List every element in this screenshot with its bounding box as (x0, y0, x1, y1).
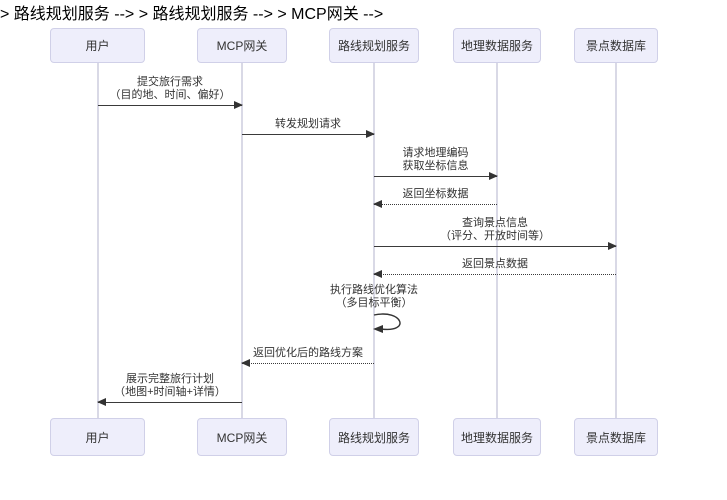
self-loop-arrow-icon (373, 313, 401, 333)
message-line (374, 246, 616, 247)
arrowhead-right-icon (234, 101, 243, 109)
message-line-dashed (242, 363, 374, 364)
message-label: 转发规划请求 (275, 118, 341, 130)
lifeline-mcp-gateway (241, 63, 243, 418)
lifeline-geo-data (496, 63, 498, 418)
actor-route-planning-top: 路线规划服务 (329, 28, 419, 63)
actor-label: 用户 (85, 430, 110, 445)
actor-mcp-gateway-bottom: MCP网关 (197, 418, 287, 456)
arrowhead-left-icon (373, 200, 382, 208)
message-line (242, 134, 374, 135)
arrowhead-right-icon (489, 172, 498, 180)
lifeline-poi-db (615, 63, 617, 418)
message-line-dashed (374, 274, 616, 275)
arrowhead-left-icon (97, 398, 106, 406)
actor-poi-db-top: 景点数据库 (574, 28, 658, 63)
message-label: 展示完整旅行计划 （地图+时间轴+详情） (114, 373, 226, 398)
actor-label: 地理数据服务 (460, 430, 533, 445)
message-label: 提交旅行需求 （目的地、时间、偏好） (109, 76, 231, 101)
actor-geo-data-bottom: 地理数据服务 (453, 418, 541, 456)
actor-route-planning-bottom: 路线规划服务 (329, 418, 419, 456)
actor-mcp-gateway-top: MCP网关 (197, 28, 287, 63)
message-line (98, 402, 242, 403)
actor-label: MCP网关 (216, 39, 268, 53)
message-label: 返回景点数据 (462, 258, 528, 270)
message-run-optimization-label: 执行路线优化算法 （多目标平衡） (330, 284, 418, 309)
actor-label: 路线规划服务 (337, 430, 410, 445)
actor-label: 地理数据服务 (460, 39, 533, 53)
arrowhead-right-icon (608, 242, 617, 250)
message-line-dashed (374, 204, 497, 205)
actor-label: MCP网关 (216, 430, 268, 445)
actor-label: 景点数据库 (585, 430, 646, 445)
arrowhead-left-icon (373, 270, 382, 278)
actor-label: 用户 (85, 39, 110, 53)
arrowhead-right-icon (366, 130, 375, 138)
actor-label: 景点数据库 (585, 39, 646, 53)
message-label: 返回优化后的路线方案 (253, 347, 363, 359)
message-line (98, 105, 242, 106)
message-label: 请求地理编码 获取坐标信息 (402, 147, 469, 172)
actor-user-bottom: 用户 (50, 418, 145, 456)
actor-poi-db-bottom: 景点数据库 (574, 418, 658, 456)
arrowhead-left-icon (241, 359, 250, 367)
actor-geo-data-top: 地理数据服务 (453, 28, 541, 63)
lifeline-route-planning (373, 63, 375, 418)
message-line (374, 176, 497, 177)
actor-label: 路线规划服务 (337, 39, 410, 53)
lifeline-user (97, 63, 99, 418)
actor-user-top: 用户 (50, 28, 145, 63)
message-label: 查询景点信息 （评分、开放时间等） (440, 217, 550, 242)
message-label: 返回坐标数据 (402, 188, 469, 200)
